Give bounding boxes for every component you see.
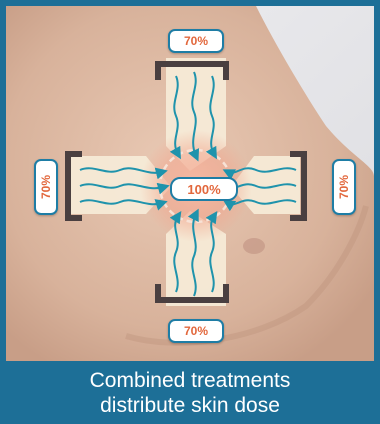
caption: Combined treatments distribute skin dose bbox=[0, 362, 380, 424]
dose-label-top: 70% bbox=[168, 29, 224, 53]
dose-label-center: 100% bbox=[170, 177, 238, 201]
dose-label-bottom: 70% bbox=[168, 319, 224, 343]
nipple bbox=[243, 238, 265, 254]
dose-label-bottom-text: 70% bbox=[184, 324, 208, 338]
dose-label-right: 70% bbox=[332, 159, 356, 215]
diagram-panel: 70% 70% 70% 70% 100% bbox=[6, 6, 374, 361]
dose-label-center-text: 100% bbox=[187, 182, 220, 197]
dose-label-left: 70% bbox=[34, 159, 58, 215]
dose-label-right-text: 70% bbox=[337, 175, 351, 199]
caption-line-2: distribute skin dose bbox=[100, 393, 280, 418]
dose-label-top-text: 70% bbox=[184, 34, 208, 48]
caption-line-1: Combined treatments bbox=[90, 368, 291, 393]
dose-label-left-text: 70% bbox=[39, 175, 53, 199]
